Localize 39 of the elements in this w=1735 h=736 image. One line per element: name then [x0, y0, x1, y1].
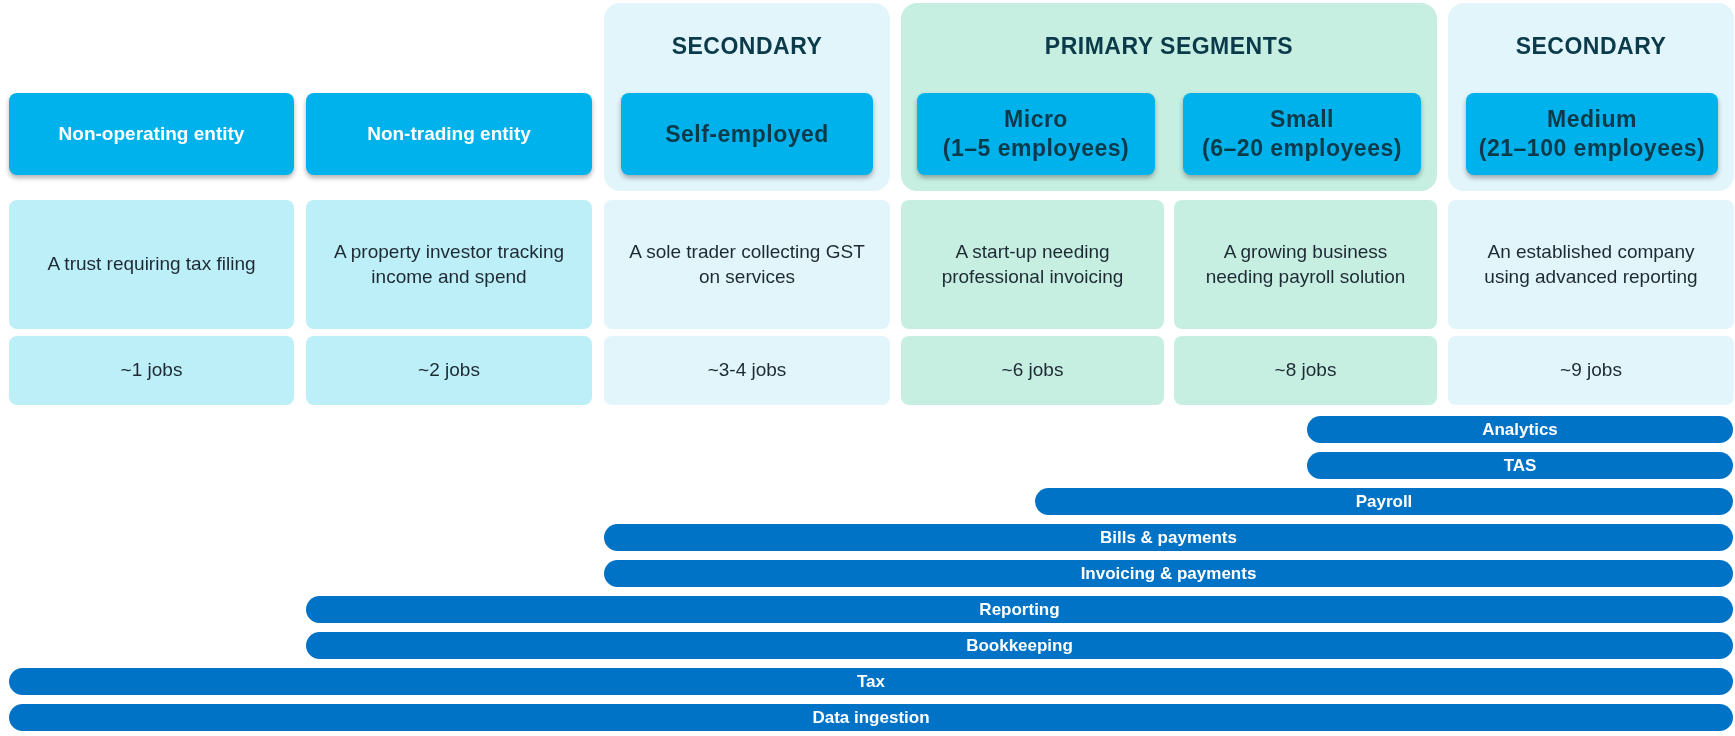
employee-range: (6–20 employees): [1202, 134, 1402, 163]
segment-name: Micro: [1004, 105, 1068, 134]
feature-bar: Reporting: [306, 596, 1733, 623]
employee-range: (21–100 employees): [1478, 134, 1706, 163]
description-card: A trust requiring tax filing: [9, 200, 294, 329]
jobs-card: ~6 jobs: [901, 336, 1164, 405]
segment-band: [604, 3, 890, 191]
feature-bar: Analytics: [1307, 416, 1733, 443]
description-card: A sole trader collecting GST on services: [604, 200, 890, 329]
feature-bar: Bills & payments: [604, 524, 1733, 551]
feature-bar: Data ingestion: [9, 704, 1733, 731]
feature-bar: Tax: [9, 668, 1733, 695]
band-title: SECONDARY: [1515, 33, 1667, 60]
jobs-card: ~3-4 jobs: [604, 336, 890, 405]
employee-range: (1–5 employees): [942, 134, 1130, 163]
segment-band: [1448, 3, 1734, 191]
segment-name: Medium: [1547, 105, 1637, 134]
segment-header-tab: [917, 93, 1155, 175]
segment-header-tab: Non-operating entity: [9, 93, 294, 175]
description-card: An established company using advanced reporting: [1448, 200, 1734, 329]
band-title: SECONDARY: [671, 33, 823, 60]
segment-band: [901, 3, 1437, 191]
segment-header-tab: [1183, 93, 1421, 175]
feature-bar: Payroll: [1035, 488, 1733, 515]
description-card: A property investor tracking income and spend: [306, 200, 592, 329]
feature-bar: Bookkeeping: [306, 632, 1733, 659]
jobs-card: ~8 jobs: [1174, 336, 1437, 405]
jobs-card: ~9 jobs: [1448, 336, 1734, 405]
segment-header-tab: [1466, 93, 1718, 175]
jobs-card: ~2 jobs: [306, 336, 592, 405]
segment-header-tab: Self-employed: [621, 93, 873, 175]
segment-name: Small: [1270, 105, 1334, 134]
segment-header-tab: Non-trading entity: [306, 93, 592, 175]
feature-bar: Invoicing & payments: [604, 560, 1733, 587]
jobs-card: ~1 jobs: [9, 336, 294, 405]
band-title: PRIMARY SEGMENTS: [1044, 33, 1294, 60]
description-card: A start-up needing professional invoicing: [901, 200, 1164, 329]
feature-bar: TAS: [1307, 452, 1733, 479]
description-card: A growing business needing payroll solution: [1174, 200, 1437, 329]
